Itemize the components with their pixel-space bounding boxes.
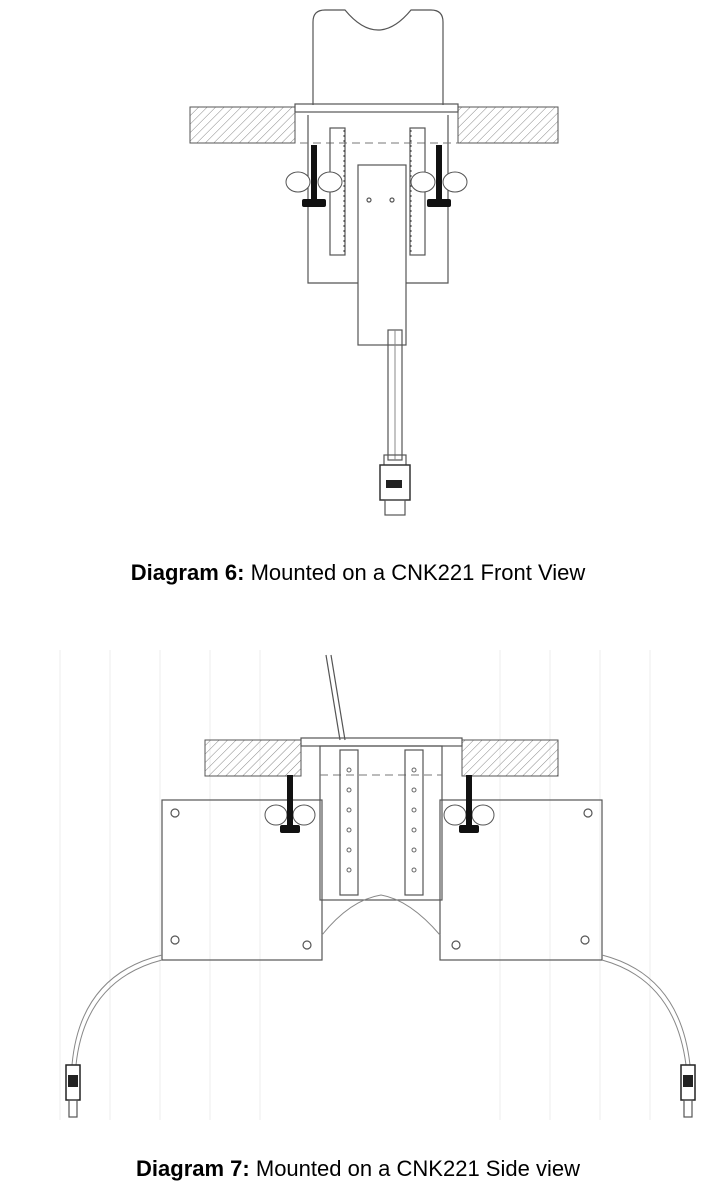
monitor-mount-top <box>312 9 444 105</box>
diagram-7-text: Mounted on a CNK221 Side view <box>255 1156 580 1181</box>
center-frame <box>319 745 443 901</box>
antenna <box>325 654 346 741</box>
center-block <box>357 164 407 346</box>
wing-nut-right-icon <box>410 145 468 207</box>
diagram-6-caption: Diagram 6: Mounted on a CNK221 Front Vie… <box>0 560 716 586</box>
wing-nut-left-icon <box>285 145 343 207</box>
background-lines <box>59 650 651 1120</box>
diagram-6-label: Diagram 6: <box>130 560 245 585</box>
right-device-box <box>439 799 603 961</box>
mount-plate <box>294 103 459 113</box>
cable-connector <box>379 329 411 516</box>
diagram-7-label: Diagram 7: <box>136 1156 250 1181</box>
internal-cable <box>321 894 441 936</box>
diagram-6-text: Mounted on a CNK221 Front View <box>250 560 586 585</box>
desk-surface <box>204 739 559 777</box>
mount-plate <box>300 737 463 747</box>
diagram-7-caption: Diagram 7: Mounted on a CNK221 Side view <box>0 1156 716 1182</box>
desk-surface <box>189 106 559 144</box>
wing-nut-right-icon <box>443 775 495 833</box>
cables <box>65 954 696 1118</box>
wing-nut-left-icon <box>264 775 316 833</box>
bracket-body <box>307 115 449 284</box>
left-device-box <box>161 799 323 961</box>
